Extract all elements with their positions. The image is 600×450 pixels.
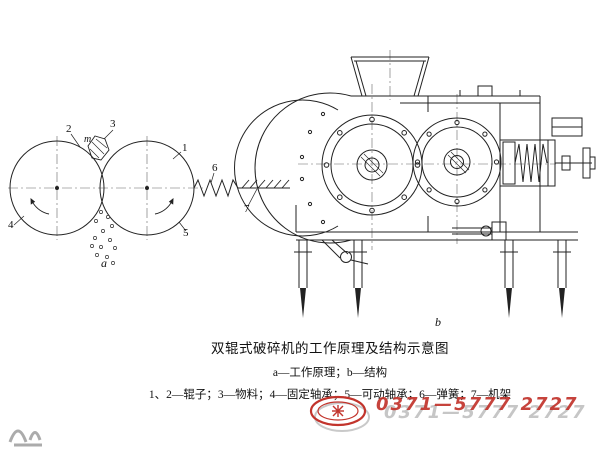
callout-5: 5: [183, 227, 189, 239]
bracket-left: [321, 239, 369, 265]
logo-inner-ellipse: [317, 401, 359, 421]
spring: [193, 178, 239, 198]
callout-2: 2: [66, 123, 72, 135]
callout-3: 3: [110, 118, 116, 130]
figure-label-b: b: [435, 315, 441, 329]
rotation-arrow-right: [154, 198, 174, 215]
figure-subtitle: a—工作原理；b—结构: [272, 367, 388, 379]
falling-particles: [90, 210, 117, 265]
rotation-arrow-left: [30, 198, 50, 215]
frame-anchor: [238, 179, 290, 189]
logo-glyph: [332, 405, 344, 417]
tension-spring-assembly: [502, 117, 596, 187]
logo-outer-ellipse: [309, 395, 367, 427]
figure-label-a: a: [101, 256, 107, 270]
callout-1: 1: [182, 142, 188, 154]
caption: 双辊式破碎机的工作原理及结构示意图 a—工作原理；b—结构 1、2—辊子；3—物…: [60, 337, 600, 402]
callout-4: 4: [8, 219, 14, 231]
roller-right-center: [145, 186, 149, 190]
right-roller-assembly: [412, 117, 502, 207]
corner-watermark: [8, 429, 42, 447]
feed-hopper: [350, 56, 430, 97]
center-lines-a: [8, 136, 205, 240]
legs: [294, 240, 571, 318]
working-principle-diagram: 2 3 1 6 7 4 5 m a: [8, 118, 290, 270]
rod-bracket-right: [452, 221, 507, 241]
material-letter: m: [84, 134, 91, 145]
roller-casing: [234, 92, 352, 244]
callout-7: 7: [244, 203, 250, 215]
watermark-phone: 0371—5777 2727: [376, 394, 579, 415]
figure-title: 双辊式破碎机的工作原理及结构示意图: [211, 341, 449, 356]
material-lump: [87, 135, 110, 161]
watermark: 0371—5777 2727 0371—5777 2727: [298, 386, 585, 442]
watermark-phone-shadow: 0371—5777 2727: [384, 402, 587, 423]
roller-left-center: [55, 186, 59, 190]
callout-6: 6: [212, 162, 218, 174]
structure-diagram: b: [234, 50, 596, 329]
leader-lines-a: [13, 129, 258, 232]
figure-legend: 1、2—辊子；3—物料；4—固定轴承；5—可动轴承；6—弹簧；7—机架: [148, 389, 512, 401]
watermark-logo: [309, 395, 370, 432]
machine-frame: [295, 85, 578, 241]
roller-1-left: [9, 140, 105, 236]
